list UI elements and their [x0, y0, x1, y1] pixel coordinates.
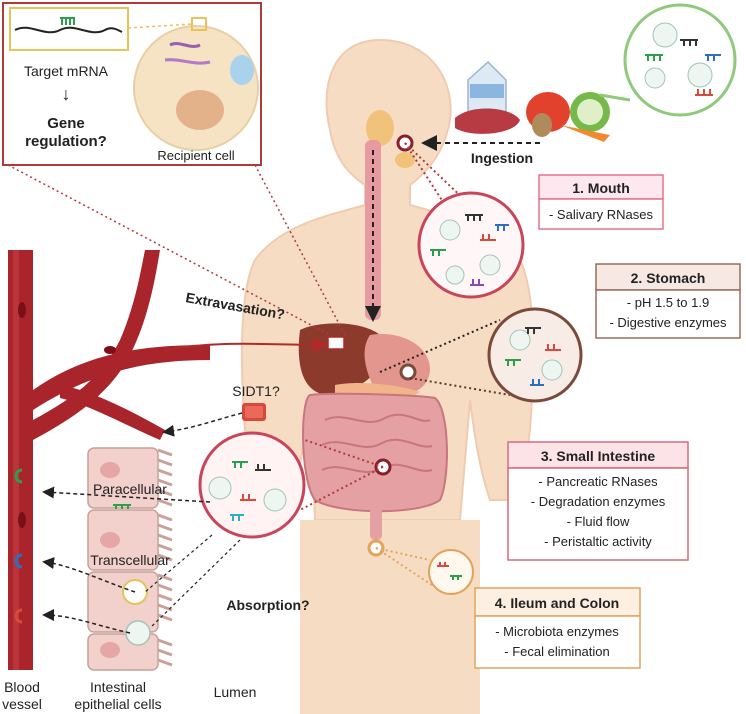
sidt1-arrow [162, 412, 243, 437]
target-mrna-label: Target mRNA [24, 63, 109, 79]
ileum-colon-info-box: 4. Ileum and Colon - Microbiota enzymes … [474, 587, 641, 669]
small-intestine-connector-top [304, 439, 384, 468]
absorption-label: Absorption? [226, 597, 309, 613]
stomach-box-title: 2. Stomach [631, 270, 706, 286]
intestinal-epithelium [87, 447, 173, 671]
small-intestine-box-item-3: - Fluid flow [567, 514, 630, 529]
stomach-box-item-1: - pH 1.5 to 1.9 [627, 295, 709, 310]
ileum-connector-top [375, 547, 431, 561]
ileum-connector-bottom [375, 547, 433, 586]
food-illustration [455, 60, 610, 142]
salivary-glands [366, 110, 415, 168]
ileum-rna-zoom [428, 549, 474, 595]
transcellular-arrow [42, 557, 136, 593]
down-arrow-icon: ↓ [62, 84, 71, 104]
mouth-info-box: 1. Mouth - Salivary RNases [538, 174, 664, 230]
stomach-connector-bottom [409, 377, 511, 396]
small-intestine-connector-bottom [299, 466, 384, 511]
recipient-cell-label: Recipient cell [157, 148, 234, 163]
small-intestine-box-item-2: - Degradation enzymes [531, 494, 666, 509]
small-intestine-box-item-1: - Pancreatic RNases [538, 474, 658, 489]
stomach-organ [364, 334, 430, 395]
lumen-connector-top [144, 534, 213, 593]
paracellular-label: Paracellular [93, 481, 167, 497]
transcellular-label: Transcellular [90, 552, 170, 568]
stomach-box-item-2: - Digestive enzymes [609, 315, 727, 330]
lumen-connector-bottom [149, 539, 241, 629]
mouth-box-item: - Salivary RNases [549, 207, 654, 222]
intestines [302, 392, 448, 540]
small-intestine-rna-zoom [198, 431, 306, 539]
stomach-info-box: 2. Stomach - pH 1.5 to 1.9 - Digestive e… [595, 263, 741, 339]
inset-connector-right [254, 164, 346, 336]
esophagus [365, 140, 381, 322]
sidt1-label: SIDT1? [232, 383, 280, 399]
ileum-colon-box-item-2: - Fecal elimination [504, 644, 610, 659]
mouth-rna-zoom [417, 191, 525, 299]
stomach-connector-top [379, 319, 501, 373]
ileum-colon-box-title: 4. Ileum and Colon [495, 595, 619, 611]
lumen-label: Lumen [214, 684, 257, 700]
blood-vessel [8, 250, 210, 670]
ileum-colon-box-item-1: - Microbiota enzymes [495, 624, 619, 639]
recipient-cell-illustration [133, 25, 259, 151]
liver-target-box[interactable] [327, 336, 345, 350]
mouth-box-title: 1. Mouth [572, 180, 630, 196]
small-intestine-box-item-4: - Peristaltic activity [544, 534, 652, 549]
food-rna-zoom [599, 3, 737, 117]
ingestion-label: Ingestion [471, 150, 533, 166]
inset-connector-left [7, 164, 331, 336]
stomach-rna-zoom [487, 307, 583, 403]
mouth-connector-top [404, 142, 446, 206]
stomach-marker[interactable] [399, 363, 417, 381]
small-intestine-info-box: 3. Small Intestine - Pancreatic RNases -… [507, 441, 689, 561]
sidt1-transporter-icon [242, 403, 266, 421]
extravasation-arrow [164, 336, 329, 353]
vesicle-arrow [42, 609, 131, 634]
small-intestine-box-title: 3. Small Intestine [541, 448, 656, 464]
